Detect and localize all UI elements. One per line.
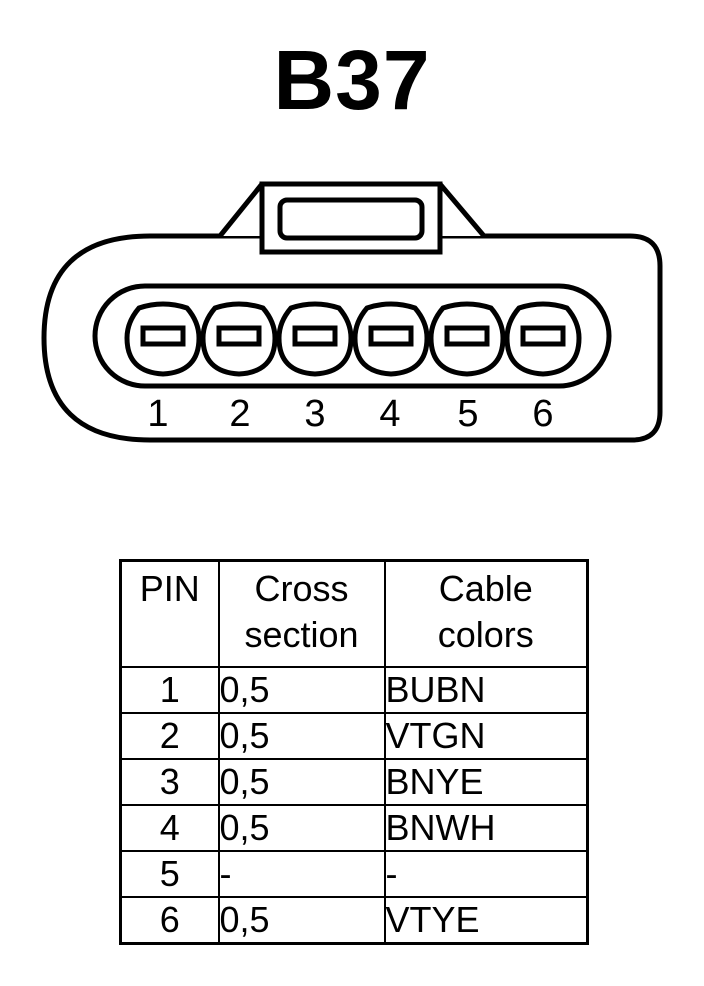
- latch-window: [277, 197, 425, 241]
- pin-number-label: 5: [457, 393, 478, 435]
- pin-cell: 6: [119, 896, 220, 945]
- cable-color-cell: VTGN: [383, 712, 589, 760]
- table-row: 6 0,5 VTYE: [119, 896, 589, 945]
- header-pin: PIN: [119, 559, 220, 668]
- table-row: 5 - -: [119, 850, 589, 898]
- pin-cell: 1: [119, 666, 220, 714]
- cable-color-cell: BNWH: [383, 804, 589, 852]
- pin-contact-slot: [368, 325, 414, 347]
- cross-section-cell: -: [217, 850, 386, 898]
- pin-number-label: 3: [304, 393, 325, 435]
- connector-title: B37: [273, 33, 431, 127]
- table-row: 1 0,5 BUBN: [119, 666, 589, 714]
- pin-cell: 3: [119, 758, 220, 806]
- pin-contact-slot: [292, 325, 338, 347]
- cross-section-cell: 0,5: [217, 804, 386, 852]
- pin-contact-slot: [520, 325, 566, 347]
- pin-contact-slot: [216, 325, 262, 347]
- pin-number-label: 4: [379, 393, 400, 435]
- table-row: 3 0,5 BNYE: [119, 758, 589, 806]
- table-row: 2 0,5 VTGN: [119, 712, 589, 760]
- connector-drawing: 1 2 3 4 5 6: [41, 181, 663, 443]
- cable-color-cell: BUBN: [383, 666, 589, 714]
- cable-color-cell: VTYE: [383, 896, 589, 945]
- cross-section-cell: 0,5: [217, 758, 386, 806]
- pin-contact-slot: [140, 325, 186, 347]
- cross-section-cell: 0,5: [217, 666, 386, 714]
- pin-number-label: 6: [532, 393, 553, 435]
- cable-color-cell: -: [383, 850, 589, 898]
- cross-section-cell: 0,5: [217, 896, 386, 945]
- pin-cell: 2: [119, 712, 220, 760]
- pin-number-label: 1: [147, 393, 168, 435]
- pin-cell: 4: [119, 804, 220, 852]
- pin-number-label: 2: [229, 393, 250, 435]
- pin-cell: 5: [119, 850, 220, 898]
- pin-contact-slot: [444, 325, 490, 347]
- table-row: 4 0,5 BNWH: [119, 804, 589, 852]
- cable-color-cell: BNYE: [383, 758, 589, 806]
- cross-section-cell: 0,5: [217, 712, 386, 760]
